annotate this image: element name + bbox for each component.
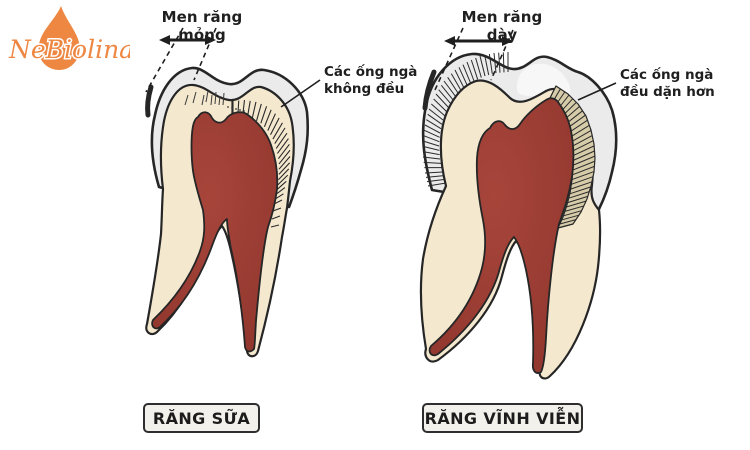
right-enamel-label: Men răng dày — [461, 8, 543, 44]
left-lower-hatching — [270, 207, 282, 228]
right-tubules-line2: đều dặn hơn — [620, 84, 715, 100]
right-caption-box: RĂNG VĨNH VIỄN — [422, 403, 583, 433]
left-tooth-illustration — [145, 66, 310, 358]
logo-text: NeBiolina — [8, 35, 130, 64]
left-caption-box: RĂNG SỮA — [143, 403, 260, 433]
left-uneven-tubule-marks — [184, 90, 245, 112]
right-tubules-line1: Các ống ngà — [620, 67, 714, 83]
right-pulp — [428, 97, 575, 374]
right-tubules-callout: Các ống ngà đều dặn hơn — [620, 67, 715, 101]
left-pulp — [151, 111, 279, 353]
left-tubules-line1: Các ống ngà — [324, 64, 418, 80]
right-tooth-illustration — [419, 52, 618, 380]
droplet-icon — [38, 6, 80, 70]
left-caption-text: RĂNG SỮA — [152, 408, 251, 428]
left-tubules-callout: Các ống ngà không đều — [324, 64, 417, 98]
right-dentin-tubule-band — [549, 85, 596, 229]
left-enamel-edge-accent — [145, 84, 154, 118]
left-enamel-label: Men răng mỏng — [161, 8, 243, 44]
right-enamel-edge-accent — [422, 69, 437, 111]
nebiolina-logo: NeBiolina — [8, 6, 130, 70]
right-caption-text: RĂNG VĨNH VIỄN — [424, 408, 581, 428]
left-tubules-line2: không đều — [324, 81, 405, 97]
